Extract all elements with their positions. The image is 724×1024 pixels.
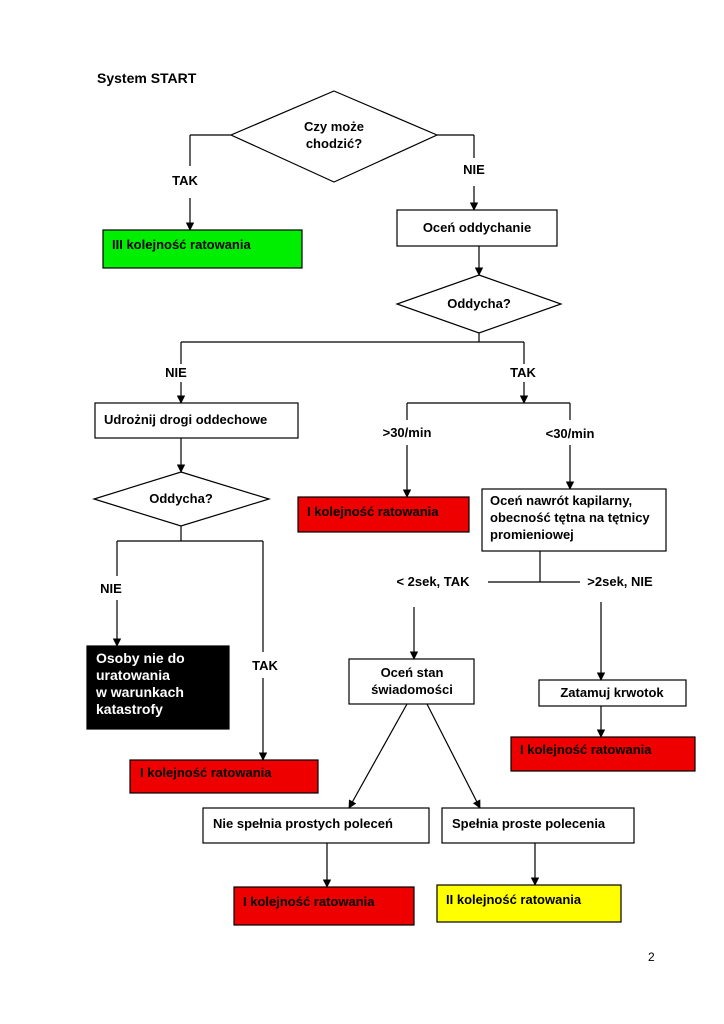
fails-commands-label: Nie spełnia prostych poleceń bbox=[213, 816, 393, 831]
assess-circulation-line-2: obecność tętna na tętnicy bbox=[490, 510, 650, 525]
first-priority-bleeding-label: I kolejność ratowania bbox=[520, 742, 652, 757]
assess-circulation-line-1: Oceń nawrót kapilarny, bbox=[490, 493, 632, 508]
first-priority-airway-label: I kolejność ratowania bbox=[140, 765, 272, 780]
open-airway-box bbox=[94, 402, 299, 439]
first-priority-commands-box bbox=[233, 886, 415, 926]
first-priority-commands-label: I kolejność ratowania bbox=[243, 894, 375, 909]
page-number: 2 bbox=[648, 950, 655, 964]
second-priority-box bbox=[436, 884, 622, 923]
second-priority-label: II kolejność ratowania bbox=[446, 892, 582, 907]
refill-slow-label: >2sek, NIE bbox=[587, 574, 653, 589]
airway-no-label: NIE bbox=[100, 581, 122, 596]
walk-decision-diamond bbox=[229, 90, 439, 183]
assess-consciousness-line-2: świadomości bbox=[371, 682, 453, 697]
follows-commands-box bbox=[441, 807, 635, 844]
assess-circulation-line-3: promieniowej bbox=[490, 527, 574, 542]
breathing-yes-label: TAK bbox=[510, 365, 536, 380]
first-priority-rate-label: I kolejność ratowania bbox=[307, 504, 439, 519]
breathing-question-label: Oddycha? bbox=[447, 296, 511, 311]
page-title: System START bbox=[97, 70, 197, 86]
walk-question-line-2: chodzić? bbox=[306, 136, 362, 151]
assess-breathing-label: Oceń oddychanie bbox=[423, 220, 531, 235]
unsalvageable-line-3: w warunkach bbox=[95, 684, 184, 700]
rate-low-label: <30/min bbox=[546, 426, 595, 441]
assess-breathing-box bbox=[396, 209, 558, 247]
assess-consciousness-line-1: Oceń stan bbox=[381, 665, 444, 680]
open-airway-label: Udrożnij drogi oddechowe bbox=[104, 412, 267, 427]
follows-commands-label: Spełnia proste polecenia bbox=[452, 816, 606, 831]
rate-high-label: >30/min bbox=[383, 425, 432, 440]
airway-yes-label: TAK bbox=[252, 658, 278, 673]
first-priority-rate-box bbox=[297, 496, 470, 533]
fails-commands-box bbox=[202, 807, 430, 844]
stop-bleeding-box bbox=[538, 679, 687, 707]
breathing-recheck-diamond bbox=[91, 471, 272, 527]
stop-bleeding-label: Zatamuj krwotok bbox=[560, 685, 664, 700]
first-priority-bleeding-box bbox=[510, 736, 696, 772]
refill-fast-label: < 2sek, TAK bbox=[396, 574, 470, 589]
assess-consciousness-box bbox=[348, 658, 475, 705]
first-priority-airway-box bbox=[129, 759, 319, 794]
breathing-decision-diamond bbox=[395, 274, 563, 334]
third-priority-box bbox=[102, 229, 303, 269]
breathing-recheck-label: Oddycha? bbox=[149, 491, 213, 506]
breathing-no-label: NIE bbox=[165, 365, 187, 380]
unsalvageable-line-4: katastrofy bbox=[96, 701, 163, 717]
unsalvageable-line-2: uratowania bbox=[96, 667, 170, 683]
walk-yes-label: TAK bbox=[172, 173, 198, 188]
walk-no-label: NIE bbox=[463, 162, 485, 177]
unsalvageable-box bbox=[86, 645, 230, 730]
unsalvageable-line-1: Osoby nie do bbox=[96, 650, 185, 666]
connectors bbox=[112, 134, 606, 888]
third-priority-label: III kolejność ratowania bbox=[112, 237, 251, 252]
assess-circulation-box bbox=[481, 488, 667, 552]
walk-question-line-1: Czy może bbox=[304, 119, 364, 134]
